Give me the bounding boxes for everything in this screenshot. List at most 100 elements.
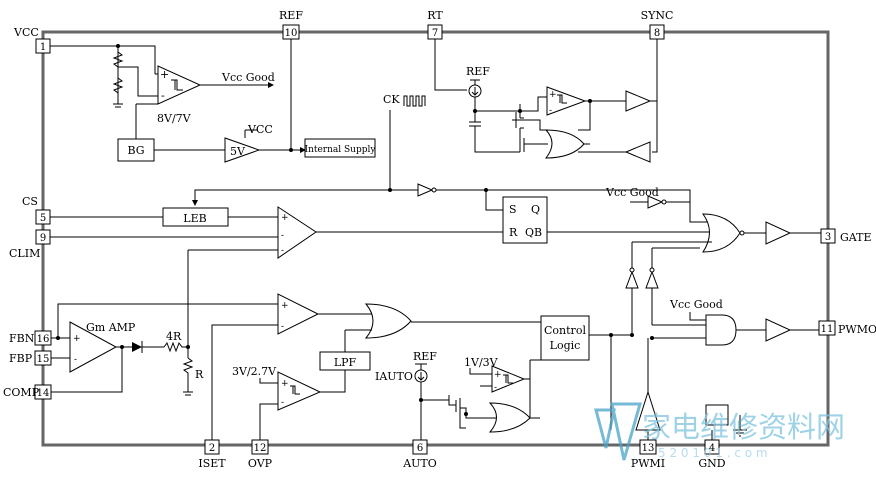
- pin-sync: 8 SYNC: [641, 9, 674, 40]
- svg-text:家电维修资料网: 家电维修资料网: [642, 410, 845, 444]
- svg-text:REF: REF: [466, 65, 490, 78]
- pin-comp: 14 COMP: [3, 384, 52, 400]
- ground-icon: [705, 404, 747, 440]
- gate-driver-section: Vcc Good: [605, 186, 821, 335]
- svg-text:S: S: [509, 203, 517, 216]
- internal-supply-block: [304, 138, 376, 158]
- svg-text:+: +: [281, 379, 289, 389]
- svg-text:8: 8: [654, 28, 660, 39]
- svg-text:16: 16: [37, 334, 50, 345]
- svg-text:9: 9: [40, 233, 46, 244]
- pin-fbp: 15 FBP: [9, 350, 52, 366]
- svg-text:4R: 4R: [166, 330, 182, 343]
- auto-section: REF IAUTO 1V/3V + -: [375, 350, 540, 440]
- svg-text:ISET: ISET: [198, 457, 226, 470]
- svg-text:-: -: [281, 322, 284, 332]
- pin-vcc: 1 VCC: [13, 26, 51, 54]
- pin-ovp: 12 OVP: [248, 439, 273, 470]
- watermark: 家电维修资料网 5 2 0 1 0 1 . c o m: [594, 402, 845, 461]
- svg-text:12: 12: [254, 443, 267, 454]
- control-logic-section: Control Logic: [411, 315, 634, 430]
- svg-text:GATE: GATE: [840, 231, 872, 244]
- pwm-comparator-section: + - LPF + - 3V/2.7V: [211, 293, 412, 440]
- svg-text:8V/7V: 8V/7V: [157, 112, 192, 125]
- svg-text:2: 2: [209, 443, 215, 454]
- svg-text:Q: Q: [531, 203, 540, 216]
- svg-text:QB: QB: [525, 226, 542, 239]
- pwmo-section: Vcc Good: [635, 298, 819, 440]
- sr-latch: [502, 196, 548, 244]
- control-logic-block: [540, 315, 590, 361]
- svg-text:PWMI: PWMI: [631, 457, 665, 470]
- svg-text:+: +: [281, 301, 289, 311]
- svg-text:IAUTO: IAUTO: [375, 370, 413, 383]
- svg-text:AUTO: AUTO: [402, 457, 437, 470]
- svg-text:10: 10: [285, 28, 298, 39]
- svg-text:BG: BG: [127, 144, 144, 157]
- pin-rt: 7 RT: [427, 9, 443, 40]
- pin-auto: 6 AUTO: [402, 439, 437, 470]
- svg-text:+: +: [160, 68, 169, 81]
- svg-text:4: 4: [709, 443, 715, 454]
- pin-pwmo: 11 PWMO: [818, 320, 876, 336]
- pin-cs: 5 CS: [22, 195, 51, 225]
- regulator-5v: [224, 137, 261, 163]
- svg-text:RT: RT: [427, 9, 443, 22]
- svg-text:+: +: [549, 90, 557, 100]
- svg-text:11: 11: [821, 324, 834, 335]
- svg-text:R: R: [195, 368, 204, 381]
- svg-text:Vcc Good: Vcc Good: [669, 298, 723, 311]
- cs-comparator: [277, 206, 317, 259]
- svg-text:LEB: LEB: [183, 212, 206, 225]
- pin-fbn: 16 FBN: [9, 330, 52, 346]
- svg-text:Gm AMP: Gm AMP: [86, 321, 136, 334]
- svg-text:REF: REF: [279, 9, 303, 22]
- svg-text:LPF: LPF: [334, 356, 357, 369]
- svg-text:CK: CK: [383, 93, 400, 106]
- pin-iset: 2 ISET: [198, 439, 226, 470]
- svg-text:+: +: [494, 370, 502, 380]
- svg-text:15: 15: [37, 354, 50, 365]
- svg-text:5: 5: [40, 213, 46, 224]
- svg-text:Vcc Good: Vcc Good: [605, 186, 659, 199]
- svg-text:PWMO: PWMO: [838, 323, 876, 336]
- svg-text:1: 1: [40, 42, 46, 53]
- svg-text:Logic: Logic: [550, 339, 581, 352]
- svg-text:-: -: [74, 355, 77, 365]
- svg-text:COMP: COMP: [3, 386, 40, 399]
- svg-text:7: 7: [432, 28, 438, 39]
- svg-text:VCC: VCC: [13, 26, 39, 39]
- gm-amp: [69, 321, 118, 373]
- svg-text:-: -: [494, 383, 497, 393]
- svg-text:-: -: [549, 106, 552, 116]
- svg-text:5V: 5V: [230, 145, 246, 158]
- svg-text:SYNC: SYNC: [641, 9, 674, 22]
- svg-text:6: 6: [417, 443, 423, 454]
- pin-ref: 10 REF: [279, 9, 303, 40]
- svg-text:GND: GND: [698, 457, 725, 470]
- svg-text:REF: REF: [413, 350, 437, 363]
- svg-text:13: 13: [642, 443, 655, 454]
- svg-text:+: +: [73, 334, 81, 344]
- svg-text:5 2 0 1 0 1 . c o m: 5 2 0 1 0 1 . c o m: [658, 446, 768, 460]
- svg-text:-: -: [281, 231, 284, 241]
- pin-clim: 9 CLIM: [9, 229, 51, 260]
- svg-text:-: -: [161, 89, 165, 102]
- svg-text:Internal Supply: Internal Supply: [305, 145, 377, 155]
- svg-text:CS: CS: [22, 195, 38, 208]
- svg-text:FBN: FBN: [9, 332, 35, 345]
- current-sense-section: LEB + - - S Q R QB: [50, 196, 710, 259]
- svg-text:CLIM: CLIM: [9, 247, 40, 260]
- svg-text:3: 3: [825, 232, 831, 243]
- svg-text:VCC: VCC: [247, 123, 273, 136]
- svg-text:FBP: FBP: [9, 352, 33, 365]
- svg-text:3V/2.7V: 3V/2.7V: [232, 365, 277, 378]
- feedback-section: + - Gm AMP 4R R: [51, 249, 278, 396]
- svg-text:1V/3V: 1V/3V: [464, 356, 499, 369]
- svg-text:14: 14: [37, 388, 50, 399]
- pin-gate: 3 GATE: [820, 228, 872, 244]
- svg-text:R: R: [509, 226, 518, 239]
- svg-text:OVP: OVP: [248, 457, 273, 470]
